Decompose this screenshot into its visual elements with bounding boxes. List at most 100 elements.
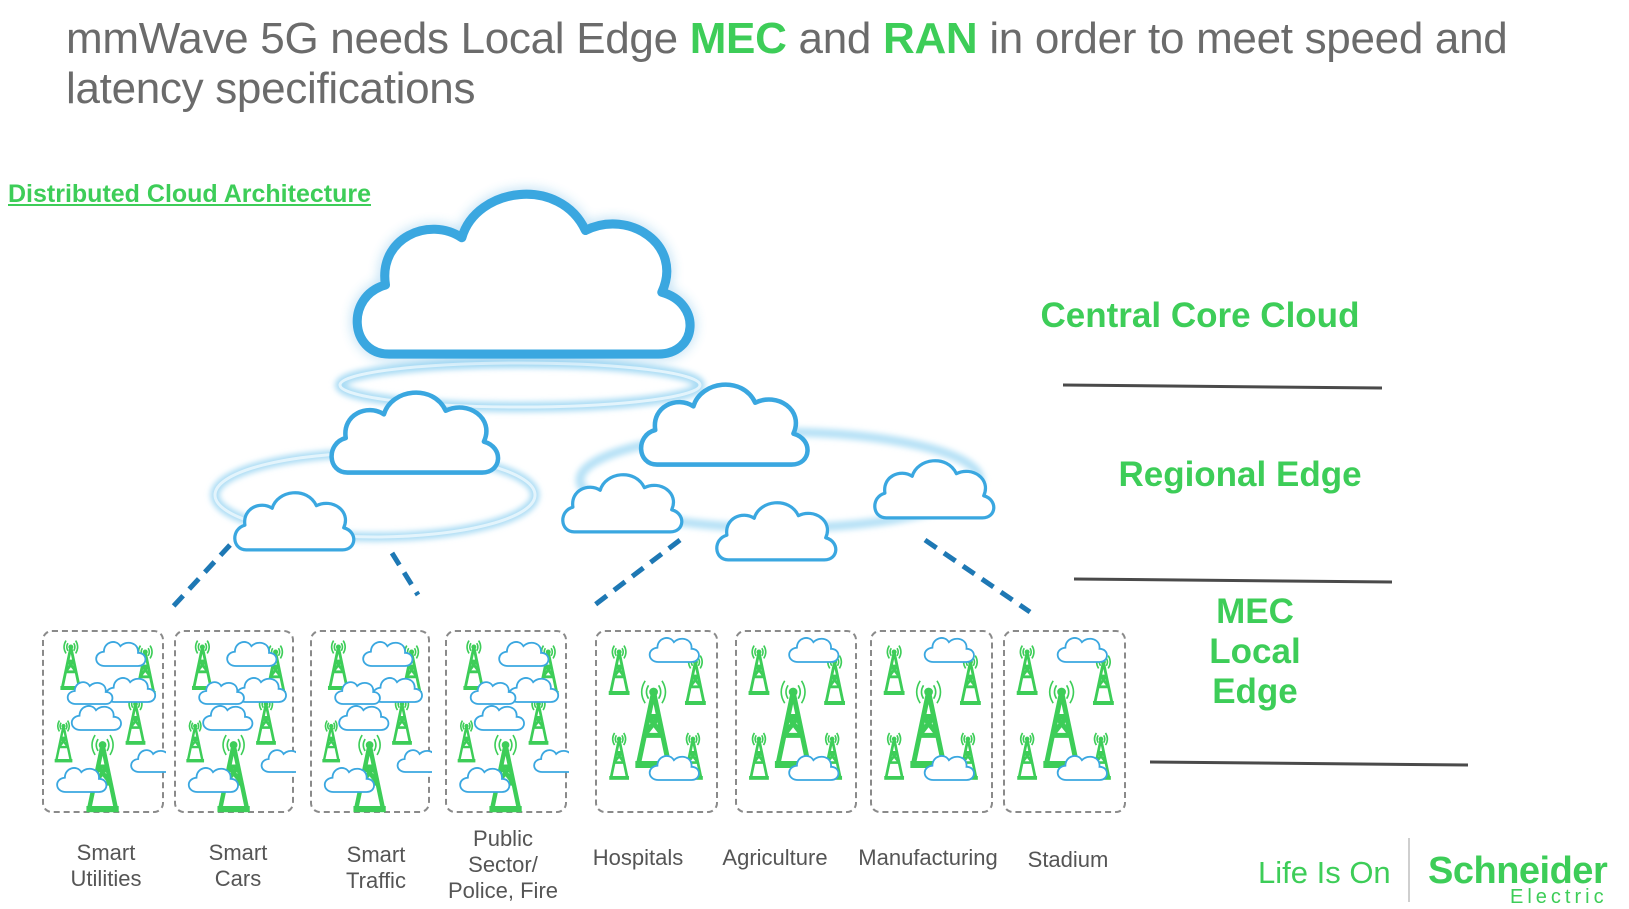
cell-tower-icon	[684, 655, 706, 705]
layer-label-mec-line3: Edge	[1212, 672, 1298, 711]
small-cloud-icon	[473, 705, 525, 731]
small-cloud-icon	[226, 641, 278, 667]
divider-mec	[1149, 760, 1469, 767]
small-cloud-icon	[323, 767, 375, 793]
cell-tower-icon	[959, 655, 981, 705]
local-edge-box	[1003, 630, 1126, 813]
category-label-agriculture: Agriculture	[722, 845, 828, 870]
cell-tower-icon	[910, 680, 947, 768]
title-part1: mmWave 5G needs Local Edge	[66, 14, 690, 63]
small-cloud-icon	[459, 767, 511, 793]
cell-tower-icon	[457, 720, 476, 763]
local-edge-box	[870, 630, 993, 813]
cell-tower-icon	[748, 645, 770, 695]
cell-tower-icon	[322, 720, 341, 763]
category-label-smart-cars: Smart Cars	[208, 840, 268, 891]
layer-label-regional: Regional Edge	[1118, 455, 1362, 494]
small-cloud-icon	[334, 681, 381, 705]
title-highlight-mec: MEC	[689, 14, 787, 63]
title-part2: and	[786, 14, 883, 63]
edge-connectors	[166, 537, 1032, 615]
small-cloud-icon	[235, 677, 287, 703]
local-edge-icons	[457, 640, 569, 813]
local-edge-box	[310, 630, 432, 813]
small-cloud-icon	[371, 677, 423, 703]
regional-cloud-icon	[233, 490, 356, 552]
logo-name: Schneider	[1428, 850, 1608, 892]
category-label-stadium: Stadium	[1027, 847, 1109, 872]
category-label-smart-traffic: Smart Traffic	[346, 842, 406, 893]
brand-divider	[1408, 838, 1410, 902]
small-cloud-icon	[338, 705, 390, 731]
title-part3: in order to meet speed and latency speci…	[66, 14, 1508, 113]
cell-tower-icon	[635, 680, 672, 768]
small-cloud-icon	[469, 681, 517, 705]
page-title: mmWave 5G needs Local Edge MEC and RAN i…	[66, 14, 1626, 114]
cell-tower-icon	[392, 697, 412, 745]
local-edge-icons	[748, 637, 846, 781]
cell-tower-icon	[1092, 655, 1114, 705]
local-edge-box	[735, 630, 857, 813]
local-edge-box	[445, 630, 569, 813]
small-cloud-icon	[648, 637, 700, 663]
cell-tower-icon	[608, 645, 630, 695]
small-cloud-icon	[260, 749, 296, 773]
small-cloud-icon	[508, 677, 560, 703]
cell-tower-icon	[54, 720, 73, 763]
small-cloud-icon	[105, 677, 157, 703]
cell-tower-icon	[528, 697, 549, 745]
local-edge-icons	[322, 640, 432, 813]
small-cloud-icon	[1056, 637, 1108, 663]
cell-tower-icon	[125, 697, 146, 745]
cell-tower-icon	[749, 732, 769, 780]
small-cloud-icon	[66, 681, 114, 705]
small-cloud-icon	[362, 641, 414, 667]
title-highlight-ran: RAN	[882, 14, 978, 63]
cell-tower-icon	[774, 680, 812, 768]
regional-cloud-icon	[715, 500, 838, 562]
cell-tower-icon	[883, 645, 905, 695]
small-cloud-icon	[70, 705, 122, 731]
small-cloud-icon	[56, 767, 108, 793]
cell-tower-icon	[1043, 680, 1080, 768]
local-edge-icons	[54, 640, 166, 813]
small-cloud-icon	[187, 767, 239, 793]
small-cloud-icon	[923, 637, 975, 663]
small-cloud-icon	[788, 637, 840, 663]
small-cloud-icon	[198, 681, 245, 705]
central-core-cloud-icon	[357, 194, 690, 354]
divider-regional	[1073, 577, 1393, 584]
category-label-manufacturing: Manufacturing	[858, 845, 998, 870]
small-cloud-icon	[1056, 755, 1108, 781]
cell-tower-icon	[824, 655, 846, 705]
cell-tower-icon	[463, 640, 485, 690]
local-edge-box	[174, 630, 296, 813]
small-cloud-icon	[923, 755, 975, 781]
category-label-public-sector: Public Sector/ Police, Fire	[447, 826, 559, 903]
small-cloud-icon	[788, 755, 840, 781]
cell-tower-icon	[60, 640, 82, 690]
category-label-smart-utilities: Smart Utilities	[70, 840, 142, 891]
cell-tower-icon	[1017, 732, 1038, 780]
cell-tower-icon	[186, 720, 205, 763]
small-cloud-icon	[202, 705, 254, 731]
cell-tower-icon	[191, 640, 213, 690]
layer-label-mec-line1: MEC	[1216, 592, 1294, 631]
cell-tower-icon	[256, 697, 276, 745]
cell-tower-icon	[884, 732, 905, 780]
cell-tower-icon	[609, 732, 630, 780]
small-cloud-icon	[396, 749, 432, 773]
layer-label-core: Central Core Cloud	[1040, 296, 1360, 335]
divider-core	[1062, 383, 1383, 390]
category-label-hospitals: Hospitals	[592, 845, 684, 870]
diagram-subtitle: Distributed Cloud Architecture	[8, 180, 371, 208]
local-edge-box	[42, 630, 166, 813]
small-cloud-icon	[648, 755, 700, 781]
logo-subtitle: Electric	[1510, 886, 1608, 908]
small-cloud-icon	[95, 641, 147, 667]
cell-tower-icon	[327, 640, 349, 690]
small-cloud-icon	[130, 749, 166, 773]
local-edge-icons	[186, 640, 296, 813]
local-edge-icons	[1016, 637, 1114, 781]
